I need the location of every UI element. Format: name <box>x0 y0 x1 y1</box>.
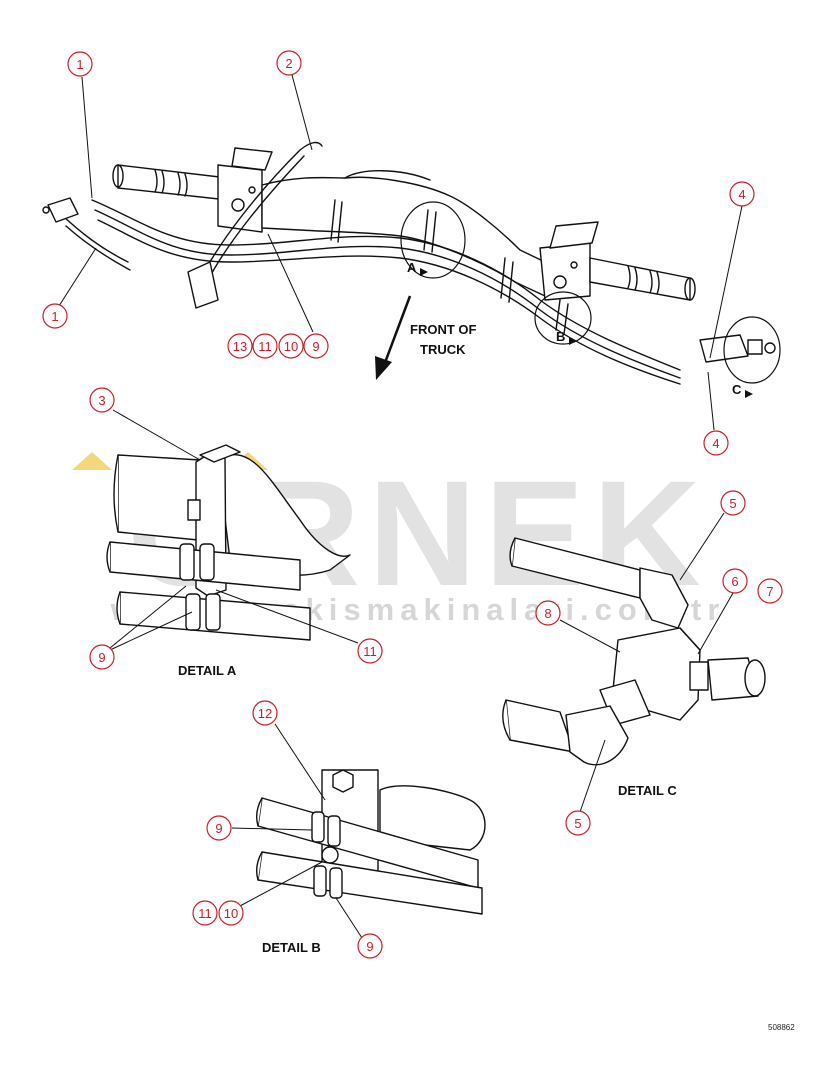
svg-text:11: 11 <box>198 906 212 921</box>
callout-6: 6 <box>722 568 748 594</box>
callout-5-top: 5 <box>720 490 746 516</box>
detail-c-drawing <box>502 537 766 766</box>
detail-b-drawing <box>255 769 486 915</box>
callout-9-detail-b-top: 9 <box>206 815 232 841</box>
svg-text:5: 5 <box>574 816 581 831</box>
front-label-line2: TRUCK <box>420 342 466 357</box>
callout-1-bottom: 1 <box>42 303 68 329</box>
callout-11-detail-a: 11 <box>357 638 383 664</box>
svg-text:11: 11 <box>258 339 272 354</box>
svg-text:9: 9 <box>98 650 105 665</box>
view-letter-a: A <box>407 260 417 275</box>
callout-11-main: 11 <box>252 333 278 359</box>
svg-text:6: 6 <box>731 574 738 589</box>
view-arrow-c <box>745 390 753 398</box>
callout-13: 13 <box>227 333 253 359</box>
svg-text:2: 2 <box>285 56 292 71</box>
svg-text:10: 10 <box>284 339 298 354</box>
view-letter-b: B <box>556 329 565 344</box>
svg-text:10: 10 <box>224 906 238 921</box>
svg-text:1: 1 <box>76 57 83 72</box>
svg-text:13: 13 <box>233 339 247 354</box>
callout-9-main: 9 <box>303 333 329 359</box>
view-arrow-b <box>569 337 577 345</box>
callout-2: 2 <box>276 50 302 76</box>
front-arrow-shaft <box>381 295 412 369</box>
detail-c-label: DETAIL C <box>618 783 677 798</box>
detail-a-label: DETAIL A <box>178 663 237 678</box>
svg-text:5: 5 <box>729 496 736 511</box>
view-arrow-a <box>420 268 428 276</box>
svg-text:7: 7 <box>766 584 773 599</box>
view-circles <box>400 201 781 384</box>
main-axle-view <box>42 141 776 385</box>
view-letter-c: C <box>732 382 742 397</box>
callout-1-top: 1 <box>67 51 93 77</box>
watermark-accent-left <box>72 452 112 470</box>
front-of-truck-indicator: FRONT OF TRUCK <box>375 295 476 380</box>
view-circle-b <box>534 291 592 345</box>
view-letters: A B C <box>407 260 753 398</box>
view-circle-a <box>400 201 466 279</box>
callout-5-bottom: 5 <box>565 810 591 836</box>
svg-text:9: 9 <box>312 339 319 354</box>
svg-text:4: 4 <box>738 187 745 202</box>
svg-text:4: 4 <box>712 436 719 451</box>
svg-text:3: 3 <box>98 393 105 408</box>
callout-7: 7 <box>757 578 783 604</box>
svg-text:1: 1 <box>51 309 58 324</box>
detail-b-label: DETAIL B <box>262 940 321 955</box>
svg-text:8: 8 <box>544 606 551 621</box>
svg-text:12: 12 <box>258 706 272 721</box>
view-circle-c <box>723 316 781 384</box>
front-label-line1: FRONT OF <box>410 322 476 337</box>
callouts: 1 1 2 13 11 10 9 4 4 3 9 11 5 6 7 8 5 12… <box>42 50 783 959</box>
callout-9-detail-a: 9 <box>89 644 115 670</box>
callout-9-detail-b-bottom: 9 <box>357 933 383 959</box>
drawing-number: 508862 <box>768 1023 795 1032</box>
svg-text:9: 9 <box>215 821 222 836</box>
callout-12: 12 <box>252 700 278 726</box>
svg-text:11: 11 <box>363 644 377 659</box>
callout-10-main: 10 <box>278 333 304 359</box>
front-arrow-head <box>375 356 392 380</box>
callout-leaders <box>58 74 743 939</box>
callout-4-top: 4 <box>729 181 755 207</box>
detail-a-drawing <box>106 444 351 641</box>
callout-10-detail-b: 10 <box>218 900 244 926</box>
svg-text:9: 9 <box>366 939 373 954</box>
callout-4-bottom: 4 <box>703 430 729 456</box>
left-axle-tube <box>117 164 229 201</box>
callout-11-detail-b: 11 <box>192 900 218 926</box>
callout-8: 8 <box>535 600 561 626</box>
callout-3: 3 <box>89 387 115 413</box>
